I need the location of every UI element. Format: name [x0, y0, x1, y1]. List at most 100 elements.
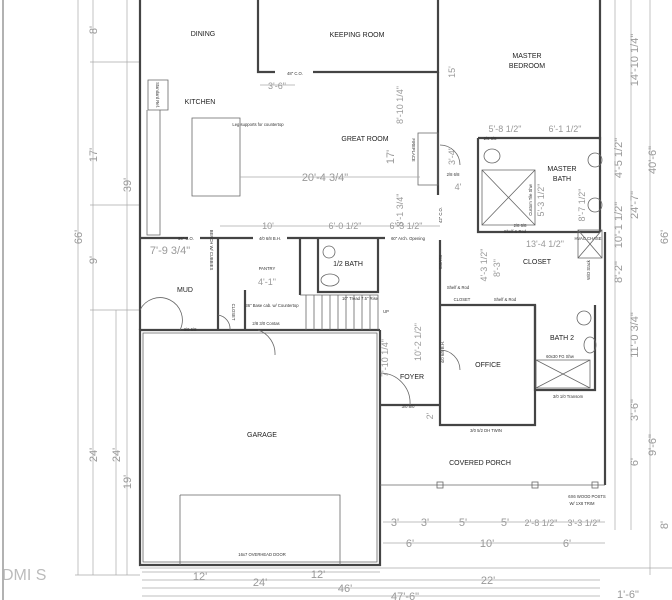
note-co42: 42" C.O.	[438, 207, 443, 223]
dim-19: 19'	[122, 475, 134, 489]
dimension-label: 17'	[385, 150, 397, 164]
dimension-label: 12'	[193, 571, 207, 583]
dimension-label: 6'	[629, 458, 641, 466]
dim-24b: 24'	[111, 448, 123, 462]
dimension-label: 10'	[480, 538, 494, 550]
room-labels: DINING KEEPING ROOM MASTER BEDROOM KITCH…	[177, 31, 602, 467]
dimension-label: 4'-3 1/2"	[479, 249, 489, 282]
room-foyer: FOYER	[400, 374, 424, 381]
dim-24: 24'	[88, 448, 100, 462]
dimension-label: 4'-1"	[258, 277, 276, 287]
dimension-label: 20'-4 3/4"	[302, 172, 348, 184]
dimension-label: 4'-5 1/2"	[613, 138, 625, 178]
dimension-label: 6'-1 1/2"	[549, 124, 582, 134]
room-kitchen: KITCHEN	[185, 99, 216, 106]
room-great: GREAT ROOM	[341, 136, 388, 143]
dimension-label: 3'	[421, 517, 429, 529]
room-office: OFFICE	[475, 362, 501, 369]
note-door-2: 2/6 6/8	[484, 136, 497, 141]
notes: 48" C.O. 36" C.O. 42" C.O. 4/0 6/8 B.H. …	[155, 71, 606, 557]
room-dining: DINING	[191, 31, 216, 38]
dimension-label: 8'	[659, 521, 671, 529]
room-coats: COATS	[438, 255, 443, 269]
right-dimensions: 14'-10 1/4" 4'-5 1/2" 24'-7" 40'-6" 10'-…	[613, 0, 671, 575]
note-fridge: Standard Ref.	[155, 82, 160, 108]
dimension-label: 3'-6"	[629, 399, 641, 421]
dimension-label: 3'-6"	[268, 81, 286, 91]
dimension-label: 7'-10 1/4"	[380, 339, 390, 377]
dimension-label: 10'	[262, 221, 274, 231]
note-office-window: 3/0 5/2 DH TWIN	[470, 428, 502, 433]
note-door-office: 4/0 6/8 B.H.	[440, 341, 445, 363]
dimension-label: 15'	[447, 66, 457, 78]
dimension-label: 4'	[455, 182, 462, 192]
note-leg-supports: Leg supports for countertop	[232, 122, 284, 127]
walls	[138, 0, 607, 567]
dimension-label: 8'-2"	[613, 261, 625, 283]
dimension-label: 8'-3"	[492, 259, 502, 277]
note-bench: BENCH W/ CUBBIES	[209, 230, 214, 271]
room-garage: GARAGE	[247, 432, 277, 439]
note-shelf-3: Shelf & Rod	[494, 297, 517, 302]
dimension-label: 24'-7"	[629, 191, 641, 219]
watermark: DMI S	[2, 567, 46, 584]
note-shelf-1: Shelf & Rod	[504, 229, 527, 234]
dimension-label: 5'-3 1/2"	[536, 184, 546, 217]
note-custom-tile: Custom Tile Shw	[528, 183, 533, 215]
dimension-label: 6'-3 1/2"	[390, 221, 423, 231]
room-master-1: MASTER	[512, 53, 541, 60]
dimension-label: 6'-0 1/2"	[329, 221, 362, 231]
note-co48: 48" C.O.	[287, 71, 303, 76]
dimension-label: 14'-10 1/4"	[629, 34, 641, 87]
room-keeping: KEEPING ROOM	[330, 32, 385, 39]
dim-66: 66'	[73, 230, 85, 244]
dimension-label: 2'	[425, 412, 435, 419]
dim-8: 8'	[88, 26, 100, 34]
note-door-foyer: 3/0 8/0	[402, 404, 415, 409]
dimension-label: 3'-3 1/2"	[568, 518, 601, 528]
note-tread: 10" Tread 7.5" Rise	[342, 296, 379, 301]
dimension-label: 8'-7 1/2"	[577, 189, 587, 222]
note-arch: 60" Arch. Opening	[391, 236, 426, 241]
dimension-label: 10'-1 1/2"	[613, 202, 625, 248]
dim-39: 39'	[122, 178, 134, 192]
dimension-label: 24'	[253, 577, 267, 589]
dimension-label: 40'-6"	[647, 146, 659, 174]
left-dimensions: 66' 24' 8' 17' 9' 24' 39' 19'	[73, 0, 140, 576]
dimension-label: 2'-8 1/2"	[525, 518, 558, 528]
dimension-label: 7'-9 3/4"	[150, 245, 190, 257]
dimension-label: 6'	[406, 538, 414, 550]
note-co36: 36" C.O.	[178, 236, 194, 241]
room-hvac: HVAC CHASE	[575, 236, 602, 241]
room-closet2: CLOSET	[454, 297, 471, 302]
dimension-label: 5'	[501, 517, 509, 529]
dimension-label: 8'-10 1/4"	[395, 86, 405, 124]
dimension-label: 11'-0 3/4"	[629, 312, 641, 358]
note-overhead-door: 16x7 OVERHEAD DOOR	[238, 552, 285, 557]
dimension-label: 46'	[338, 583, 352, 595]
note-posts-1: 6X6 WOOD POSTS	[568, 494, 606, 499]
note-shower2: 60x30 FG Shw	[546, 354, 575, 359]
note-door-3: 2/8 6/8	[514, 223, 527, 228]
room-small-closet: CLOSET	[231, 304, 236, 321]
interior-dimensions: 3'-6" 20'-4 3/4" 10' 6'-0 1/2" 6'-3 1/2"…	[150, 66, 587, 420]
room-master-2: BEDROOM	[509, 63, 545, 70]
dimension-label: 13'-4 1/2"	[526, 239, 564, 249]
dimension-label: 1'-6"	[617, 589, 639, 600]
room-bath2: BATH 2	[550, 335, 574, 342]
note-door-mud: 3/0 6/8	[184, 327, 197, 332]
room-half-bath: 1/2 BATH	[333, 261, 363, 268]
room-master-bath-1: MASTER	[547, 166, 576, 173]
room-wd: W/D Stack	[586, 259, 591, 280]
note-shelf-2: Shelf & Rod	[447, 285, 470, 290]
dimension-label: 8'-1 3/4"	[395, 194, 405, 227]
bottom-dimensions: 3' 3' 5' 5' 2'-8 1/2" 3'-3 1/2" 6' 10' 6…	[140, 517, 672, 600]
note-door-1: 2/8 6/8	[447, 172, 460, 177]
note-base-cab: 36" Base cab. w/ Countertop	[245, 303, 299, 308]
dimension-label: 5'	[459, 517, 467, 529]
dimension-label: 47'-6"	[391, 591, 419, 600]
dimension-label: 12'	[311, 569, 325, 581]
room-porch: COVERED PORCH	[449, 460, 511, 467]
note-pantry-door: 4/0 6/8 B.H.	[259, 236, 281, 241]
